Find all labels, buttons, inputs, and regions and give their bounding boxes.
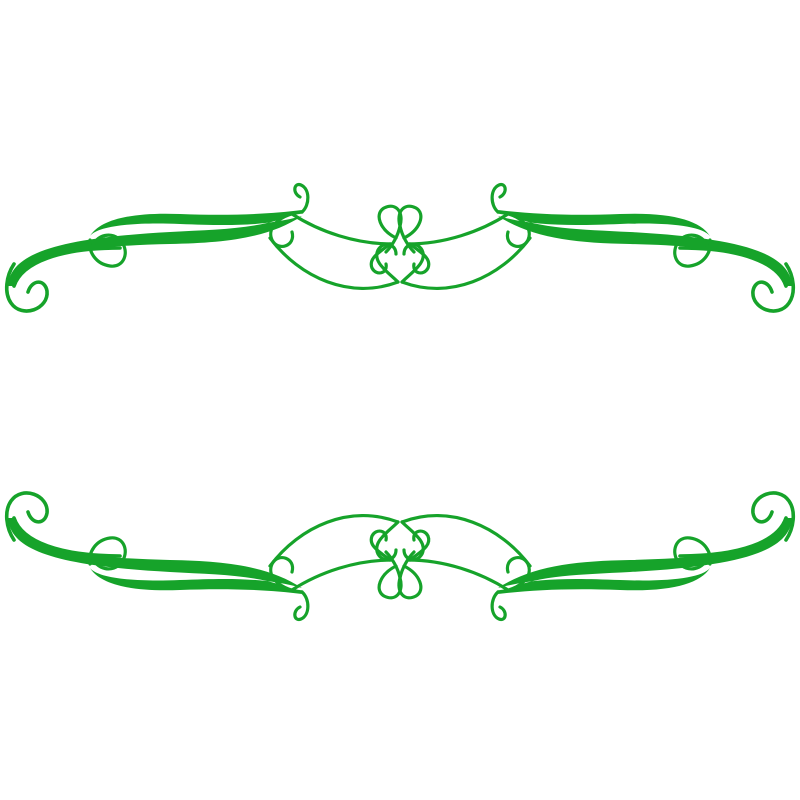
top-flourish-divider-icon [7, 184, 794, 311]
bottom-flourish-divider-icon [7, 493, 794, 620]
